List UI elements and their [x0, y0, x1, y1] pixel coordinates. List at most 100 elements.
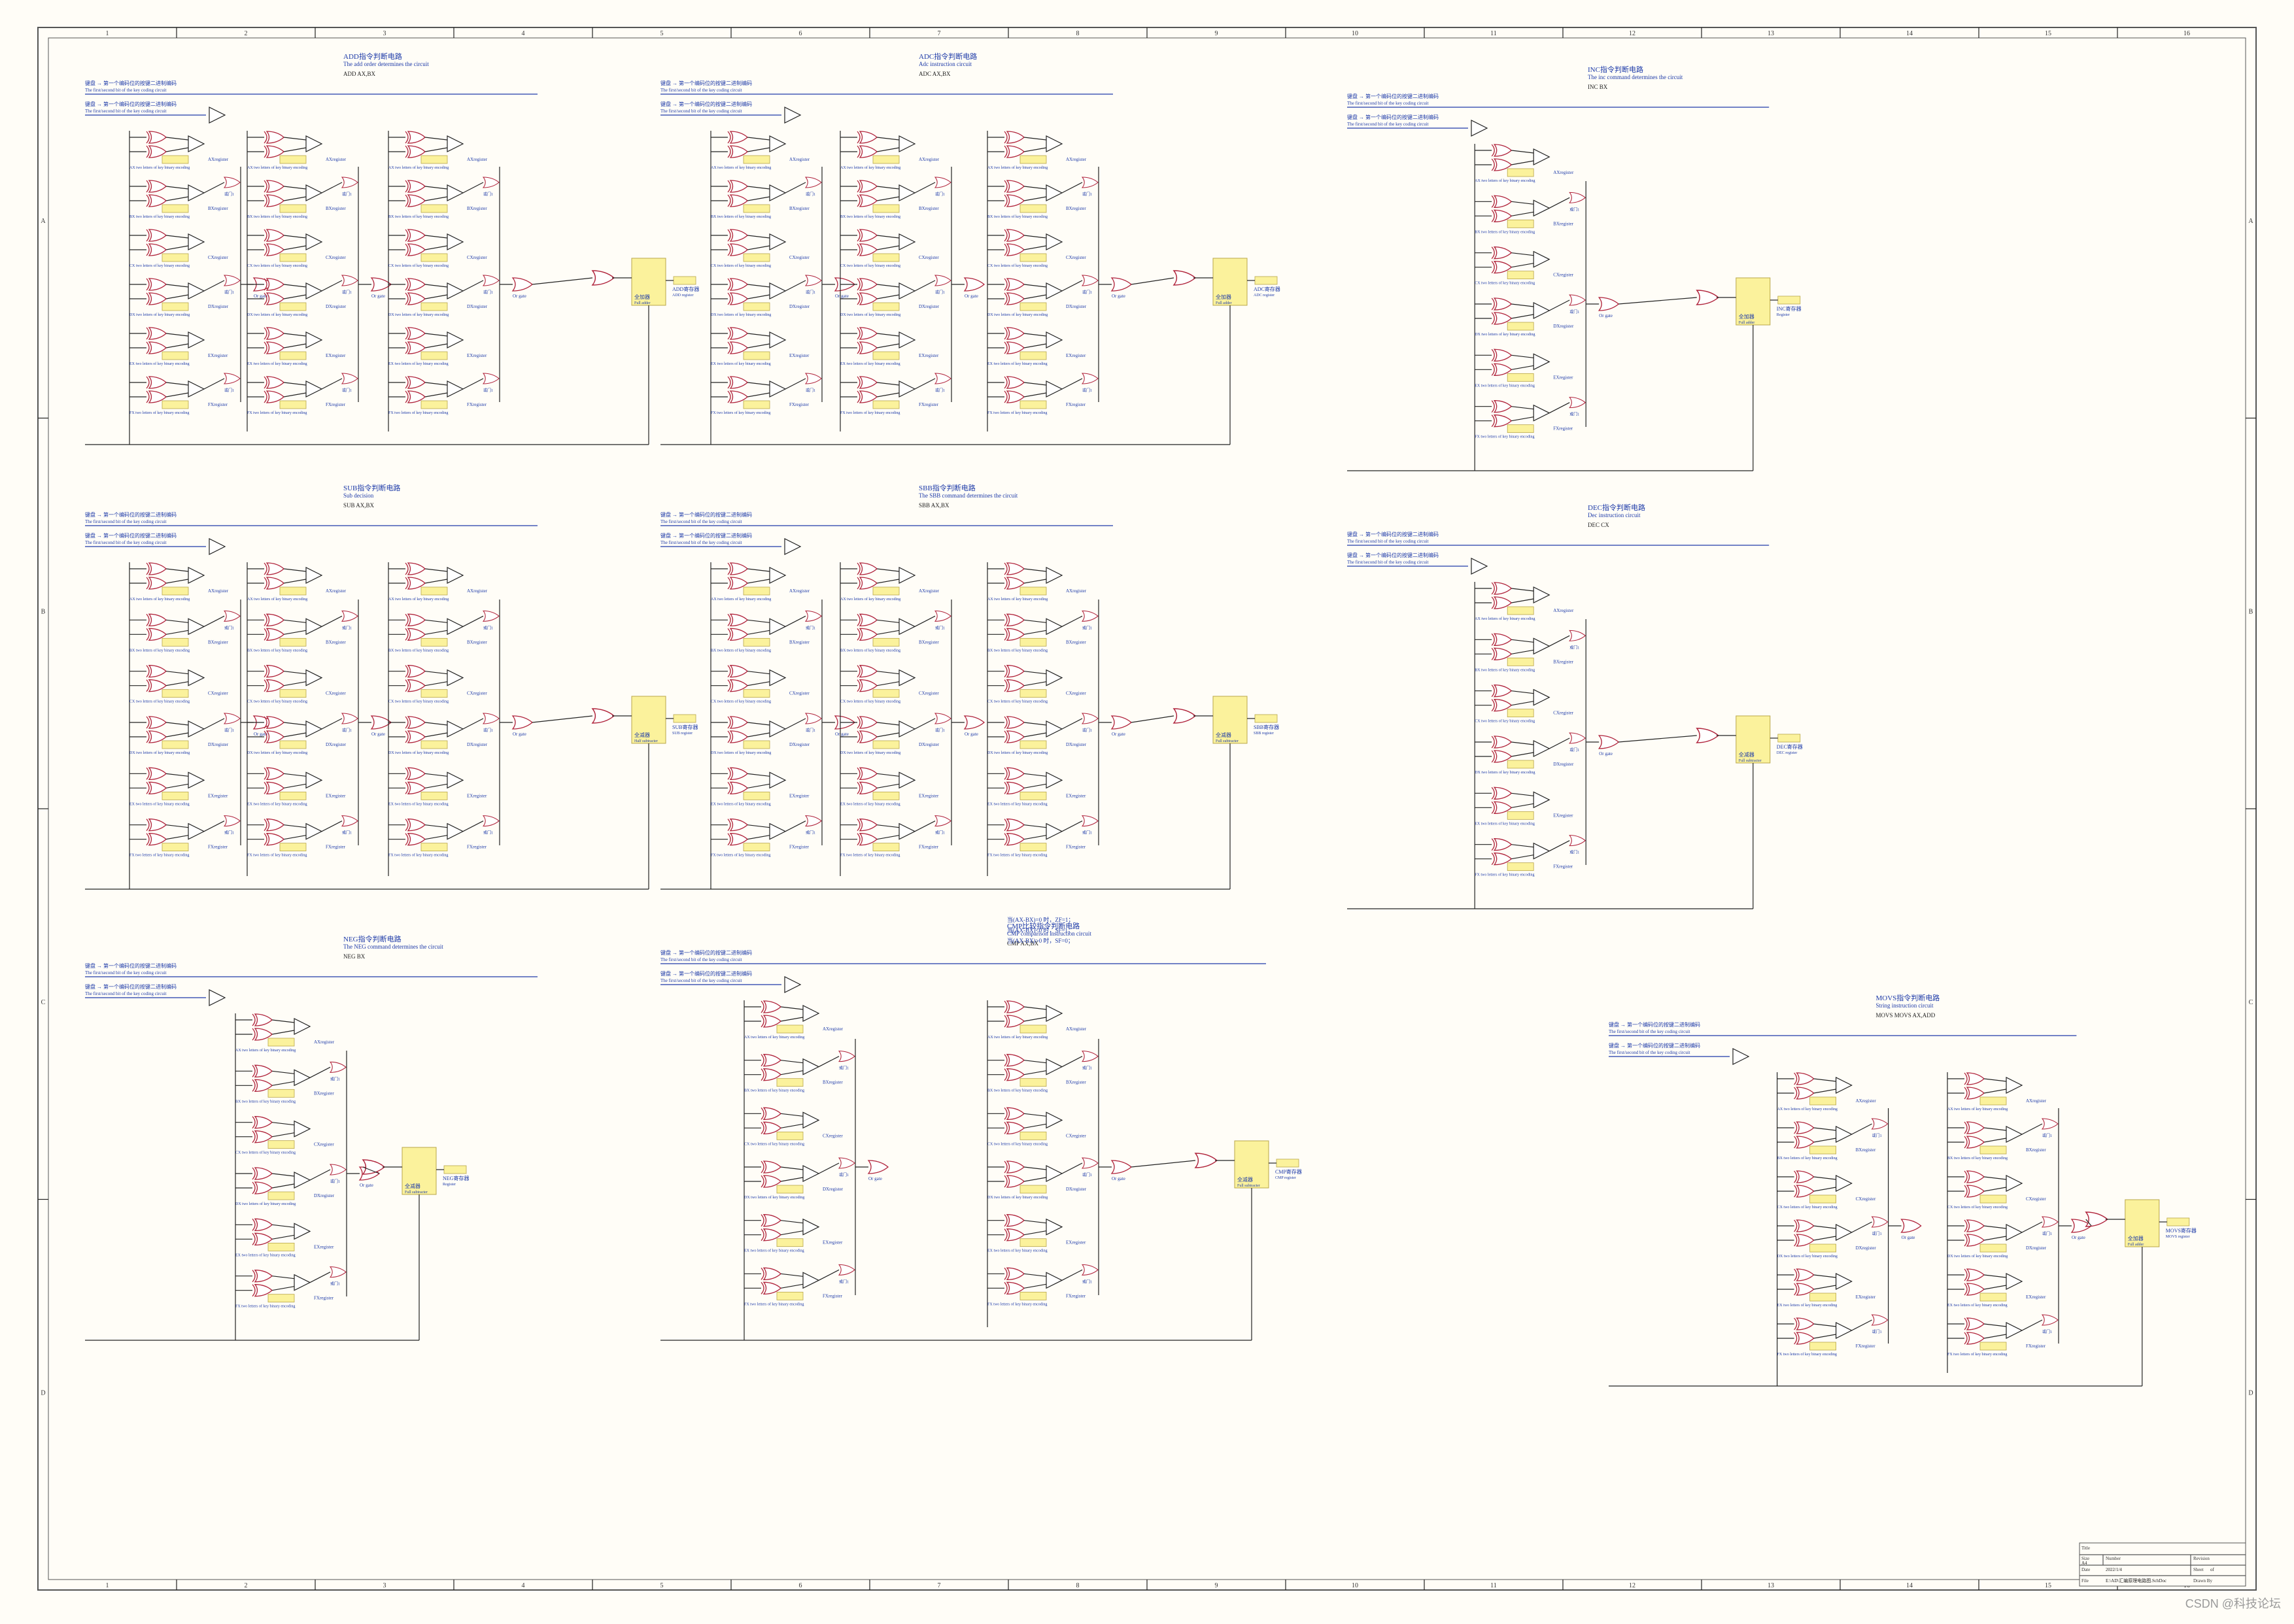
- and-gate-body: [1046, 567, 1062, 583]
- or-gate-label: Or gate: [1599, 313, 1613, 318]
- xor-gate-body: [1494, 839, 1511, 851]
- output-register-box: [444, 1166, 466, 1174]
- wire: [322, 379, 342, 389]
- register-note: BX two letters of key binary encoding: [247, 648, 307, 652]
- and-gate-body: [1733, 1049, 1749, 1064]
- frame-column-label: 5: [660, 30, 664, 37]
- wire: [1852, 1320, 1872, 1330]
- bit-label: 键盘 → 第一个编码位的按键二进制编码: [660, 101, 752, 107]
- xor-gate-arc: [146, 293, 149, 305]
- bit-label: 键盘 → 第一个编码位的按键二进制编码: [85, 101, 177, 107]
- xor-gate-body: [267, 131, 284, 143]
- xor-gate: [1794, 1073, 1814, 1085]
- register-label: BXregister: [789, 206, 810, 211]
- wire: [166, 246, 188, 250]
- or-gate-body: [483, 611, 499, 621]
- register-note: CX two letters of key binary encoding: [1475, 281, 1535, 286]
- register-note: AX two letters of key binary encoding: [388, 597, 449, 601]
- wire: [322, 616, 342, 626]
- or-gate-body: [1112, 1160, 1131, 1174]
- xor-gate-arc: [1492, 247, 1494, 259]
- register-label: CXregister: [1066, 691, 1086, 696]
- register-label: AXregister: [326, 157, 347, 162]
- or-gate: [483, 611, 499, 621]
- register-note: CX two letters of key binary encoding: [388, 700, 449, 704]
- register-note: CX two letters of key binary encoding: [129, 700, 190, 704]
- wire: [1984, 1324, 2006, 1327]
- register-box: [1980, 1195, 2006, 1203]
- xor-gate-body: [149, 279, 166, 290]
- bit-label-en: The first/second bit of the key coding c…: [1609, 1029, 1690, 1034]
- xor-gate-arc: [405, 279, 408, 290]
- xor-gate-arc: [857, 229, 860, 241]
- xor-gate-arc: [857, 666, 860, 677]
- or-gate-body: [1569, 630, 1585, 641]
- or-gate: [1082, 1158, 1098, 1168]
- wire: [877, 344, 899, 348]
- wire: [1618, 736, 1697, 742]
- bit-label-en: The first/second bit of the key coding c…: [85, 540, 167, 545]
- register-label: CXregister: [1553, 711, 1573, 716]
- xor-gate-body: [860, 229, 877, 241]
- wire: [284, 344, 306, 348]
- or-gate-body: [2042, 1315, 2058, 1325]
- wire: [1024, 733, 1046, 737]
- circuit-subtitle: Adc instruction circuit: [919, 61, 972, 67]
- xor-gate-body: [860, 279, 877, 290]
- wire: [877, 284, 899, 287]
- register-label: BXregister: [326, 639, 346, 645]
- or-gate: [330, 1062, 346, 1072]
- wire: [166, 620, 188, 622]
- xor-gate-arc: [728, 680, 730, 692]
- xor-gate-arc: [146, 768, 149, 779]
- xor-gate-arc: [1004, 1229, 1007, 1241]
- xor-gate-arc: [264, 229, 267, 241]
- circuit-subtitle: Dec instruction circuit: [1588, 512, 1641, 518]
- wire: [2022, 1222, 2042, 1232]
- xor-gate-body: [1007, 768, 1024, 779]
- wire: [272, 1276, 294, 1279]
- and-gate-body: [770, 824, 785, 839]
- xor-gate-body: [1007, 131, 1024, 143]
- xor-gate-arc: [761, 1282, 764, 1294]
- wire: [877, 137, 899, 140]
- wire: [1852, 1124, 1872, 1134]
- circuit-subtitle: The add order determines the circuit: [343, 61, 429, 67]
- register-note: CX two letters of key binary encoding: [247, 263, 307, 268]
- wire: [425, 393, 447, 397]
- xor-gate-arc: [1004, 1001, 1007, 1013]
- xor-gate-arc: [857, 131, 860, 143]
- xor-gate-arc: [1964, 1269, 1967, 1281]
- xor-gate-arc: [1004, 782, 1007, 794]
- and-gate: [1533, 405, 1549, 421]
- or-gate-body: [342, 177, 358, 188]
- xor-gate-arc: [1492, 736, 1494, 748]
- and-gate: [447, 283, 463, 299]
- register-note: EX two letters of key binary encoding: [388, 362, 449, 366]
- xor-gate-arc: [264, 666, 267, 677]
- wire: [272, 1287, 294, 1291]
- output-register-label-en: ADC register: [1254, 294, 1275, 297]
- and-gate: [209, 990, 225, 1006]
- register-label: CXregister: [789, 255, 810, 260]
- xor-gate-arc: [1964, 1185, 1967, 1197]
- wire: [166, 836, 188, 839]
- xor-gate-arc: [857, 342, 860, 354]
- xor-gate: [1004, 666, 1024, 677]
- wire: [1549, 403, 1569, 413]
- or-gate-label: 或门1: [1082, 192, 1092, 197]
- xor-gate-arc: [728, 377, 730, 388]
- wire: [166, 197, 188, 201]
- and-gate: [306, 332, 322, 348]
- or-gate-label: 或门1: [2042, 1329, 2052, 1334]
- wire: [284, 333, 306, 336]
- register-note: AX two letters of key binary encoding: [744, 1035, 804, 1040]
- or-gate: [935, 275, 951, 286]
- xor-gate-body: [730, 666, 747, 677]
- wire: [877, 773, 899, 776]
- frame-column-label: 2: [245, 30, 248, 37]
- and-gate-body: [899, 283, 915, 299]
- xor-gate-arc: [761, 1268, 764, 1279]
- xor-gate-arc: [728, 342, 730, 354]
- register-note: CX two letters of key binary encoding: [987, 700, 1048, 704]
